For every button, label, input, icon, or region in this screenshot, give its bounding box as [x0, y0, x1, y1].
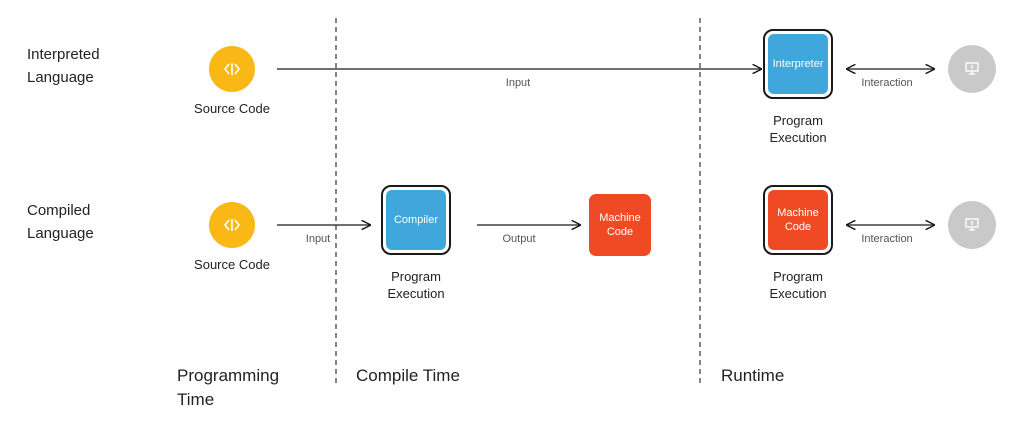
monitor-icon: [965, 62, 979, 75]
device-node-interpreted: [948, 45, 996, 93]
machine-code-box: Machine Code: [589, 194, 651, 256]
runtime-machine-code-box: Machine Code: [768, 190, 828, 250]
edge-label-input: Input: [505, 77, 531, 89]
phase-label-line1: Programming: [177, 366, 280, 385]
machine-code-label: Machine Code: [599, 211, 641, 239]
compiler-box: Compiler: [386, 190, 446, 250]
program-label-line2: Execution: [769, 286, 827, 301]
program-execution-label-interpreted: Program Execution: [743, 112, 853, 146]
row-label-interpreted: Interpreted Language: [27, 43, 100, 89]
machine-code-line1: Machine: [599, 212, 641, 224]
phase-label-line2: Time: [177, 390, 215, 409]
code-brackets-icon: [223, 63, 241, 75]
row-label-line1: Interpreted: [27, 46, 100, 63]
monitor-icon: [965, 218, 979, 231]
program-execution-label-runtime: Program Execution: [743, 268, 853, 302]
edge-label-interaction: Interaction: [861, 77, 913, 89]
source-code-label: Source Code: [194, 257, 270, 272]
phase-label-compile-time: Compile Time: [356, 366, 460, 385]
row-label-line1: Compiled: [27, 202, 91, 219]
row-label-line2: Language: [27, 69, 94, 86]
phase-label-programming-time: Programming Time: [177, 364, 279, 412]
code-brackets-icon: [223, 219, 241, 231]
machine-code-line2: Code: [784, 221, 812, 233]
compiler-frame: Compiler: [381, 185, 451, 255]
program-label-line1: Program: [773, 113, 823, 128]
program-label-line1: Program: [773, 269, 823, 284]
interpreter-frame: Interpreter: [763, 29, 833, 99]
edge-label-interaction: Interaction: [861, 233, 913, 245]
row-label-compiled: Compiled Language: [27, 199, 94, 245]
source-code-node-interpreted: [209, 46, 255, 92]
machine-code-line2: Code: [606, 226, 634, 238]
interpreter-box: Interpreter: [768, 34, 828, 94]
device-node-compiled: [948, 201, 996, 249]
machine-code-line1: Machine: [777, 207, 819, 219]
program-label-line2: Execution: [387, 286, 445, 301]
source-code-node-compiled: [209, 202, 255, 248]
program-label-line1: Program: [391, 269, 441, 284]
program-label-line2: Execution: [769, 130, 827, 145]
phase-label-runtime: Runtime: [721, 366, 785, 385]
edge-label-output: Output: [502, 233, 536, 245]
edge-label-input: Input: [305, 233, 331, 245]
source-code-label: Source Code: [194, 101, 270, 116]
runtime-machine-code-frame: Machine Code: [763, 185, 833, 255]
row-label-line2: Language: [27, 225, 94, 242]
program-execution-label-compiler: Program Execution: [361, 268, 471, 302]
